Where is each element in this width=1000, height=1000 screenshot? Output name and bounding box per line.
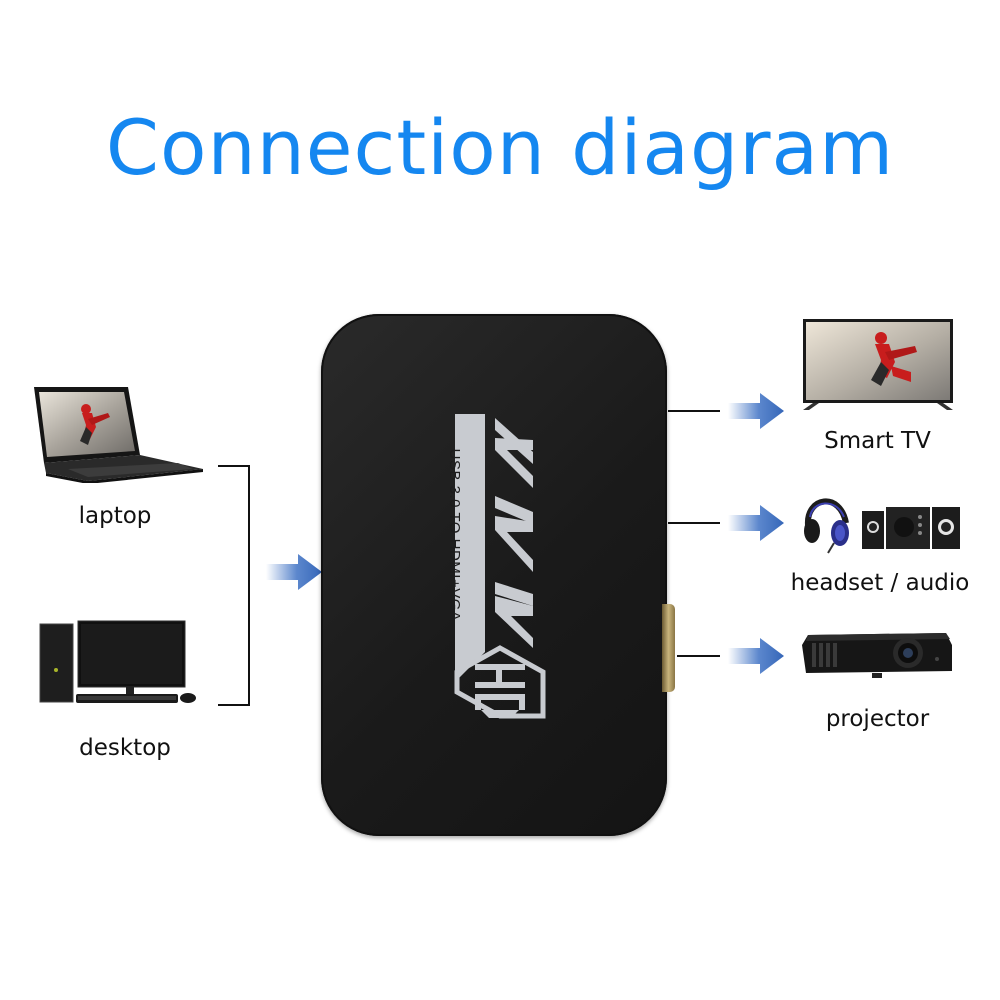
headset-speakers-icon (804, 498, 960, 554)
output-line-projector (677, 655, 720, 657)
laptop-icon (34, 387, 203, 483)
output-label-headset-audio: headset / audio (790, 570, 970, 596)
projector-icon (802, 633, 952, 678)
bracket-top-line (218, 465, 250, 467)
diagram-title: Connection diagram (105, 103, 895, 192)
bracket-bottom-line (218, 704, 250, 706)
mini-hd-logo-icon (454, 414, 546, 719)
output-line-tv (668, 410, 720, 412)
arrow-right-icon (728, 638, 784, 674)
output-line-audio (668, 522, 720, 524)
arrow-right-icon (728, 393, 784, 429)
output-label-projector: projector (825, 706, 930, 732)
input-label-laptop: laptop (78, 503, 152, 529)
device-subtitle: USB 3.0 TO HDMI+VGA (446, 448, 463, 622)
arrow-right-icon (728, 505, 784, 541)
bracket-vertical-line (248, 465, 250, 706)
usb-hdmi-vga-adapter (321, 314, 667, 836)
arrow-right-icon (266, 554, 322, 590)
input-label-desktop: desktop (79, 735, 171, 761)
tv-icon (803, 319, 953, 410)
desktop-computer-icon (39, 620, 196, 703)
output-label-smart-tv: Smart TV (824, 428, 931, 454)
hdmi-port (662, 604, 675, 692)
